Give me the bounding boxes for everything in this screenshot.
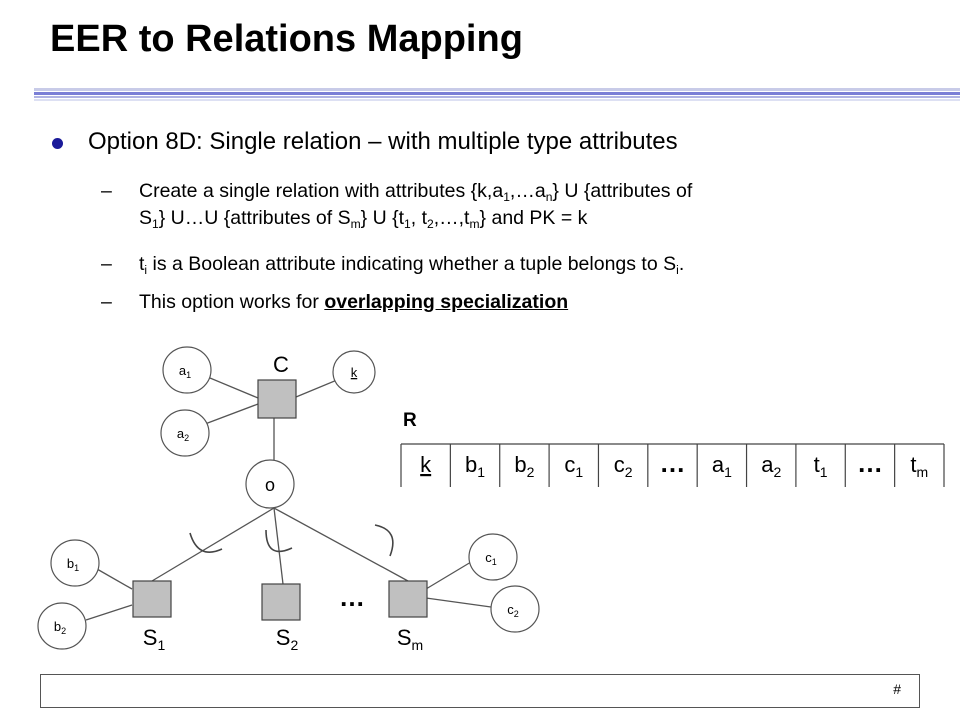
relation-column-header: b1 bbox=[465, 452, 485, 480]
page-number: # bbox=[893, 681, 901, 697]
slide-title: EER to Relations Mapping bbox=[50, 18, 523, 60]
sub-bullet-2-text: ti is a Boolean attribute indicating whe… bbox=[139, 253, 685, 278]
relation-column-header: t1 bbox=[814, 452, 828, 480]
subset-arc-sm bbox=[374, 524, 394, 557]
entity-boxes bbox=[132, 379, 428, 621]
attribute-oval-a1 bbox=[162, 346, 212, 394]
bullet-dot-icon bbox=[52, 138, 63, 149]
attribute-oval-k bbox=[332, 350, 376, 394]
subclass-label-s2: S2 bbox=[276, 625, 299, 653]
entity-box-sm bbox=[388, 580, 428, 618]
sub-bullet-1-text: Create a single relation with attributes… bbox=[139, 180, 693, 232]
line-o-s2 bbox=[273, 507, 284, 585]
relation-column-header: k bbox=[420, 452, 432, 477]
relation-column-header: tm bbox=[910, 452, 928, 480]
relation-column-header: a2 bbox=[761, 452, 781, 480]
emphasis-text: overlapping specialization bbox=[324, 291, 569, 313]
dash-icon: – bbox=[101, 253, 112, 275]
line-b1-s1 bbox=[96, 568, 133, 590]
main-bullet-text: Option 8D: Single relation – with multip… bbox=[88, 128, 678, 155]
sub-bullet-3-text: This option works for overlapping specia… bbox=[139, 291, 569, 313]
subset-arcs bbox=[189, 524, 394, 557]
relation-column-header: … bbox=[660, 448, 686, 478]
line-o-sm bbox=[273, 507, 409, 582]
relation-column-header: c1 bbox=[564, 452, 583, 480]
attribute-oval-c1 bbox=[468, 533, 518, 581]
attribute-oval-a2 bbox=[160, 409, 210, 457]
attr-label-a2: a2 bbox=[177, 426, 189, 443]
line-c2-sm bbox=[425, 597, 492, 608]
attr-label-b1: b1 bbox=[67, 556, 79, 573]
line-o-s1 bbox=[151, 507, 275, 582]
disjointness-label: o bbox=[265, 475, 275, 495]
subclass-label-sm: Sm bbox=[397, 625, 423, 653]
relation-column-header: a1 bbox=[712, 452, 732, 480]
relation-column-header: c2 bbox=[614, 452, 633, 480]
attribute-oval-b2 bbox=[37, 602, 87, 650]
superclass-label: C bbox=[273, 352, 289, 377]
footer-bar: # bbox=[40, 674, 920, 708]
diagram-lines bbox=[85, 377, 492, 621]
dash-icon: – bbox=[101, 180, 112, 202]
attribute-labels: a1 a2 k b1 b2 c1 c2 bbox=[54, 363, 519, 636]
attr-label-c1: c1 bbox=[485, 550, 497, 567]
attribute-oval-c2 bbox=[490, 585, 540, 633]
attr-label-c2: c2 bbox=[507, 602, 519, 619]
entity-box-s1 bbox=[132, 580, 172, 618]
attribute-oval-b1 bbox=[50, 539, 100, 587]
relation-column-header: … bbox=[857, 448, 883, 478]
attr-label-b2: b2 bbox=[54, 619, 66, 636]
relation-column-header: b2 bbox=[514, 452, 534, 480]
line-b2-s1 bbox=[85, 604, 133, 621]
line-c1-sm bbox=[425, 561, 472, 590]
disjointness-circle bbox=[245, 459, 295, 509]
subset-arc-s2 bbox=[265, 529, 293, 553]
line-a2-c bbox=[204, 403, 259, 425]
entity-box-s2 bbox=[261, 583, 301, 621]
attribute-ovals bbox=[37, 346, 540, 650]
dash-icon: – bbox=[101, 291, 112, 313]
relation-table: k b1 b2 c1 c2 … a1 a2 t1 … tm bbox=[400, 443, 945, 487]
line-k-c bbox=[295, 379, 338, 398]
line-a1-c bbox=[209, 377, 259, 399]
attr-label-a1: a1 bbox=[179, 363, 191, 380]
subset-arc-s1 bbox=[189, 532, 223, 553]
subclass-label-s1: S1 bbox=[143, 625, 166, 653]
diagram-ellipsis: … bbox=[339, 582, 365, 612]
attr-label-k: k bbox=[351, 365, 358, 380]
entity-box-c bbox=[257, 379, 297, 419]
relation-name: R bbox=[403, 410, 417, 431]
